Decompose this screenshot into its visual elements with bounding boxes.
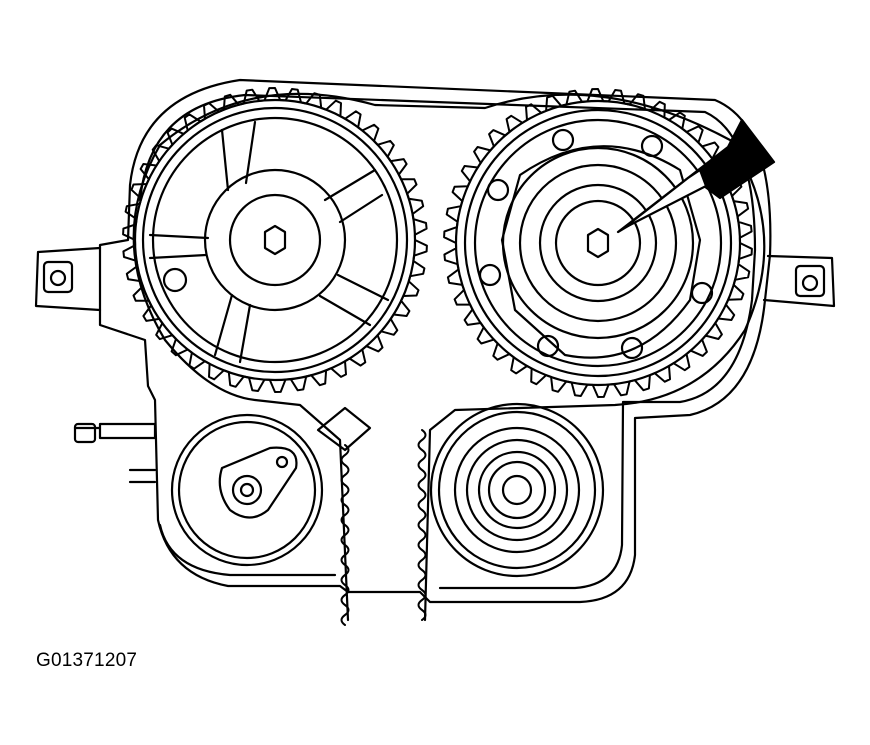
belt-run-teeth [417, 429, 427, 621]
left-sprocket-hole [162, 267, 188, 293]
left-sprocket-teeth [122, 87, 428, 393]
cover-inner-contour-left [158, 523, 337, 577]
belt-tensioner [170, 406, 372, 567]
cover-inner-contour [138, 93, 757, 590]
gear-tooth-profile [443, 88, 753, 398]
idler-pulley [429, 402, 605, 578]
left-camshaft-sprocket [122, 87, 428, 393]
pointer-arrow-icon [616, 118, 776, 234]
timing-belt-teeth [340, 429, 427, 626]
figure-code: G01371207 [36, 650, 138, 671]
timing-belt-left-run [132, 143, 350, 622]
coolant-fitting [73, 422, 157, 484]
left-mounting-ear [34, 246, 102, 312]
timing-cover-outline [98, 78, 772, 604]
gear-tooth-profile [122, 87, 428, 393]
belt-run-teeth [340, 444, 350, 626]
right-mounting-ear [762, 254, 836, 308]
timing-belt-outer [158, 92, 766, 622]
left-hex-bolt-icon [263, 224, 287, 256]
right-hex-bolt-icon [586, 227, 610, 259]
right-sprocket-teeth [443, 88, 753, 398]
right-camshaft-sprocket [443, 88, 753, 398]
